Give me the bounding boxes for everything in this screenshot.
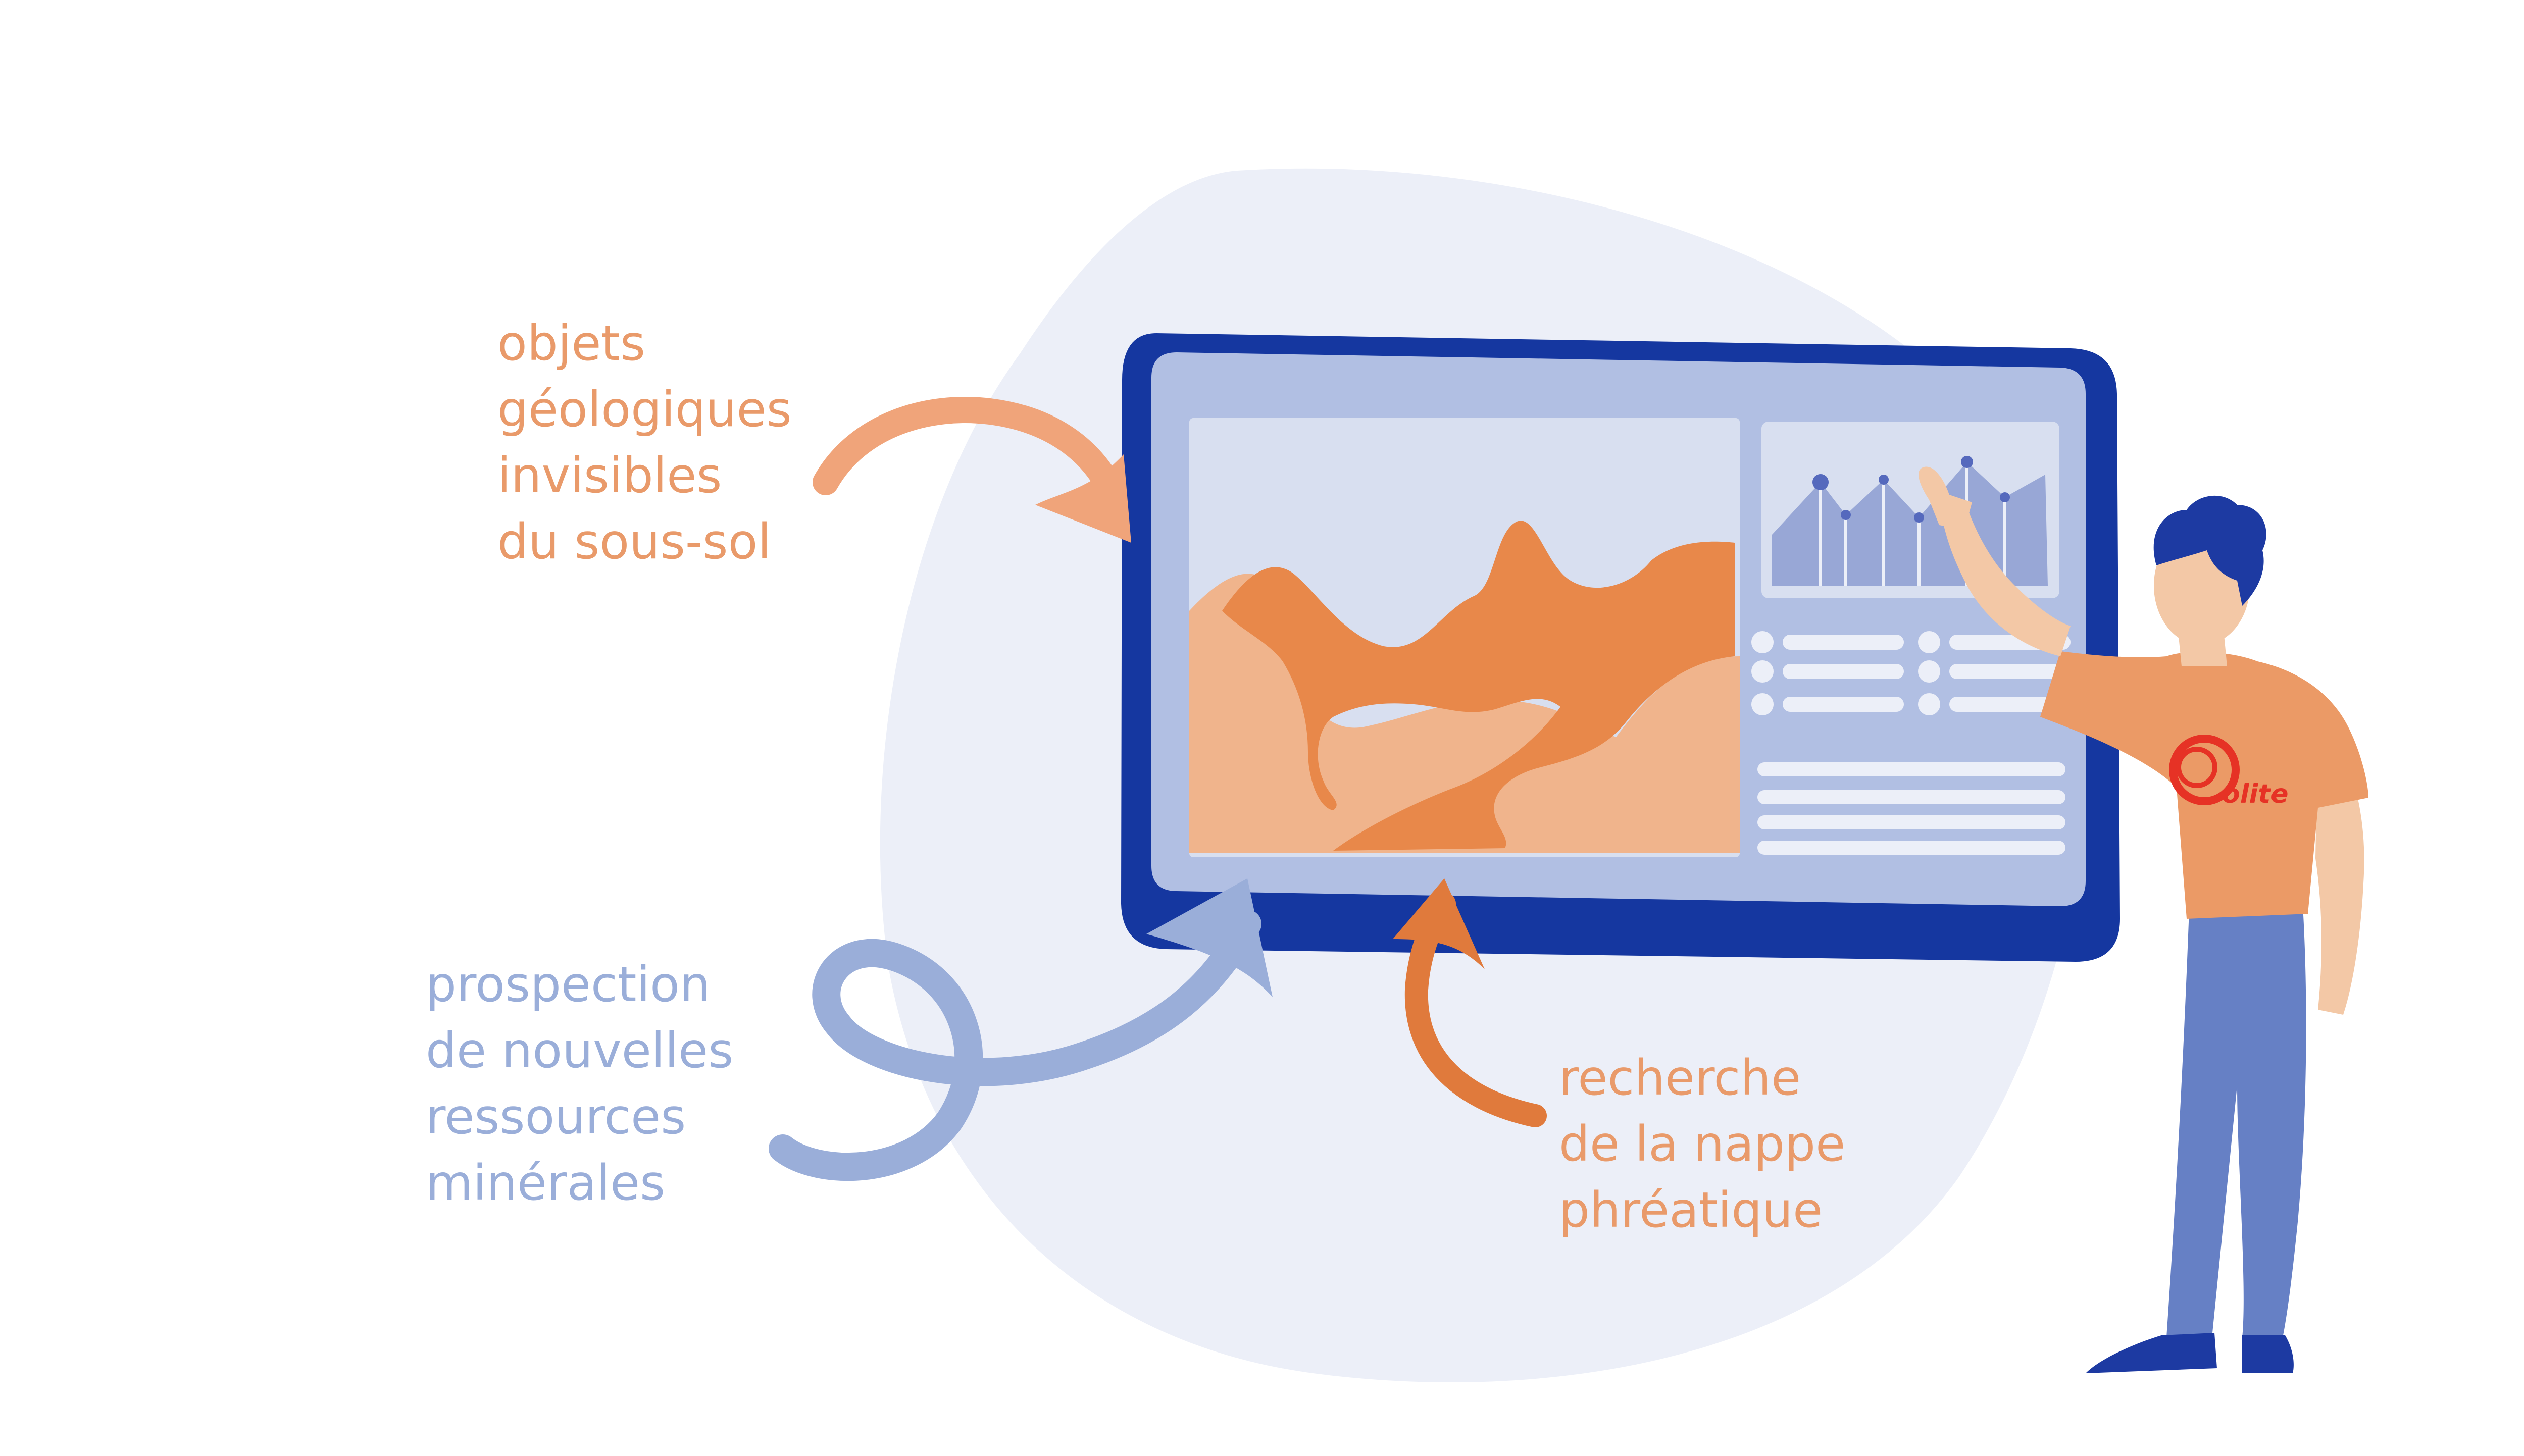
- olite-logo: olite: [2169, 735, 2289, 809]
- arm-raised: [1939, 500, 2071, 656]
- shoe-right: [2242, 1335, 2294, 1373]
- chart-dot: [1961, 456, 1973, 468]
- label-line: ressources: [426, 1088, 686, 1145]
- geology-layer-dark: [1222, 521, 1735, 851]
- label-line: invisibles: [497, 447, 722, 504]
- label-line: géologiques: [497, 381, 792, 438]
- arrow-water: [1393, 878, 1547, 1127]
- chart-dot: [1879, 475, 1889, 485]
- list-rows: [1751, 631, 2071, 715]
- chart-dot: [1841, 510, 1851, 520]
- label-line: objets: [497, 315, 646, 372]
- chart-dots: [1812, 456, 2010, 523]
- label-line: de nouvelles: [426, 1022, 734, 1079]
- pants: [2166, 906, 2306, 1338]
- hair: [2153, 495, 2266, 606]
- pointing-hand: [1919, 466, 1972, 530]
- label-mineral-prospection: prospection de nouvelles ressources miné…: [426, 952, 733, 1216]
- text-lines: [1757, 762, 2065, 855]
- monitor: [1121, 333, 2120, 962]
- label-geological-objects: objets géologiques invisibles du sous-so…: [497, 310, 792, 575]
- geology-cross-section: [1189, 418, 1740, 857]
- label-line: de la nappe: [1559, 1116, 1846, 1172]
- label-line: minérales: [426, 1155, 666, 1211]
- mini-chart: [1761, 422, 2059, 598]
- label-line: recherche: [1559, 1050, 1801, 1106]
- logo-text: olite: [2222, 779, 2289, 809]
- person: olite: [1919, 466, 2368, 1373]
- arrow-mineral: [769, 878, 1273, 1181]
- chart-dot: [2000, 492, 2010, 502]
- geology-layer-light: [1189, 574, 1740, 853]
- label-line: du sous-sol: [497, 513, 771, 570]
- label-line: prospection: [426, 956, 711, 1013]
- chart-dot: [1914, 512, 1924, 523]
- chart-dot: [1812, 474, 1829, 490]
- label-groundwater-search: recherche de la nappe phréatique: [1559, 1045, 1845, 1243]
- label-line: phréatique: [1559, 1182, 1823, 1238]
- shoe-left: [2086, 1333, 2217, 1373]
- arrow-geological: [813, 397, 1131, 543]
